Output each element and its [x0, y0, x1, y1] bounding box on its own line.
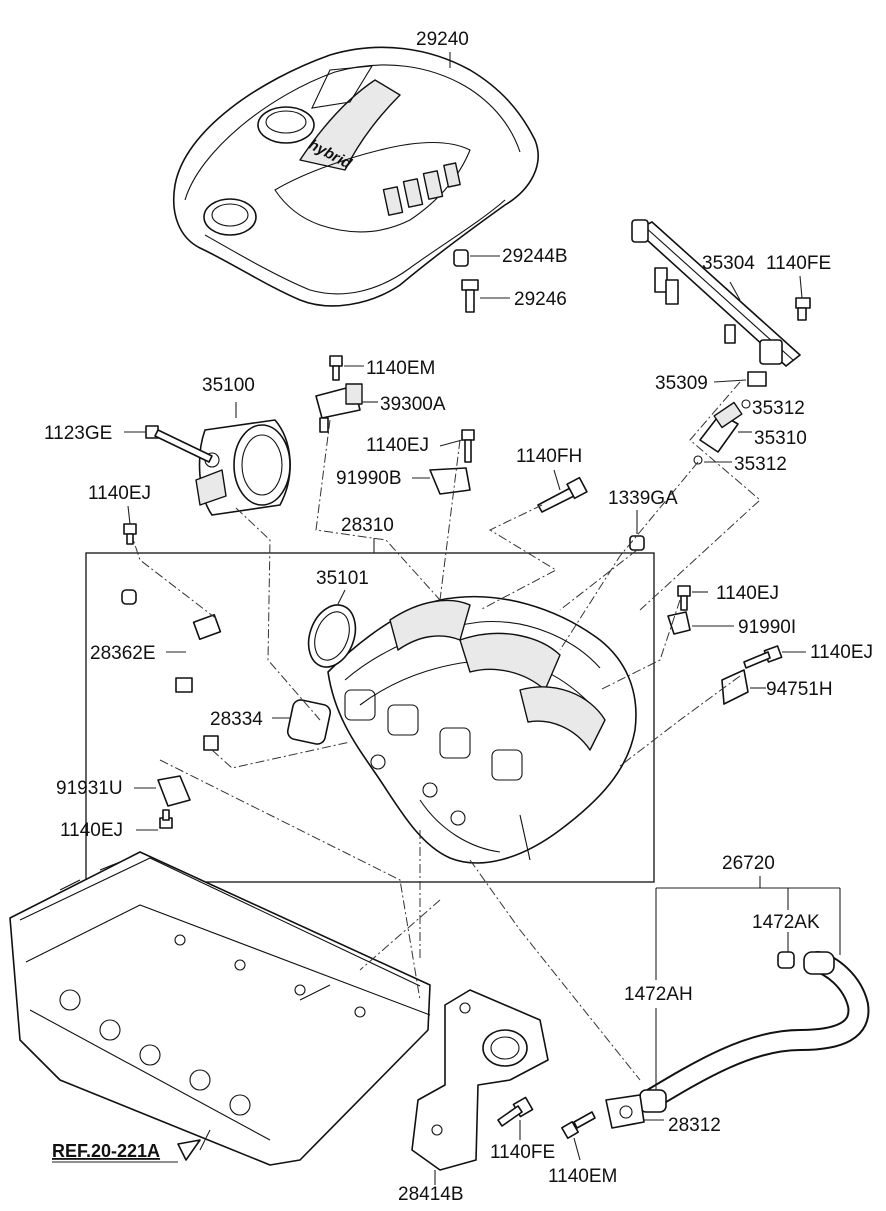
injector [693, 399, 752, 465]
reference-callout[interactable]: REF.20-221A [52, 1139, 201, 1163]
label-1140ej-r2: 1140EJ [810, 642, 873, 663]
bolt-1140ej-left [123, 523, 137, 545]
label-35304: 35304 [702, 253, 755, 274]
cover-bolt [461, 279, 510, 313]
bracket-91931u [134, 775, 191, 807]
bracket-91990i [667, 611, 734, 635]
label-91990b: 91990B [336, 468, 402, 489]
label-39300a: 39300A [380, 394, 446, 415]
label-1140ej-bottom: 1140EJ [60, 820, 123, 841]
label-35309: 35309 [655, 373, 708, 394]
cylinder-head [9, 851, 431, 1166]
label-94751h: 94751H [766, 679, 833, 700]
engine-cover: hybrid [173, 46, 539, 307]
label-26720: 26720 [722, 853, 775, 874]
label-91990i: 91990I [738, 617, 796, 638]
label-1472ah: 1472AH [624, 984, 693, 1005]
bracket-94751h [721, 669, 766, 705]
gasket-28334 [272, 699, 332, 745]
label-29244b: 29244B [502, 246, 568, 267]
map-sensor [315, 355, 378, 433]
label-1140em-bottom: 1140EM [548, 1166, 617, 1187]
label-29240: 29240 [416, 29, 469, 50]
fuel-rail [631, 219, 801, 387]
bolt-1140em-bottom [561, 1111, 596, 1161]
label-29246: 29246 [514, 289, 567, 310]
label-91931u: 91931U [56, 778, 123, 799]
label-1123ge: 1123GE [44, 423, 112, 444]
bolt-1140fe-bottom [497, 1096, 534, 1140]
label-28414b: 28414B [398, 1184, 464, 1205]
pcv-hose-assembly [605, 876, 870, 1129]
intake-manifold-group-box [85, 552, 655, 883]
reference-label[interactable]: REF.20-221A [52, 1141, 160, 1161]
bolt-right-2 [743, 645, 806, 669]
cover-grommet [453, 249, 500, 267]
bolt-right-1 [677, 585, 708, 611]
bracket-91990b [412, 429, 475, 495]
label-28334: 28334 [210, 709, 263, 730]
vacuum-pipe-28362e [121, 589, 222, 751]
gasket-35101 [307, 589, 357, 668]
label-1140ej-left: 1140EJ [88, 483, 151, 504]
label-35312-b: 35312 [734, 454, 787, 475]
label-35100: 35100 [202, 375, 255, 396]
label-1339ga: 1339GA [608, 488, 678, 509]
label-35101: 35101 [316, 568, 369, 589]
fuel-rail-bolt [795, 297, 811, 321]
label-1140fh: 1140FH [516, 446, 582, 467]
throttle-body [195, 402, 291, 516]
label-28362e: 28362E [90, 643, 156, 664]
label-1140ej-mid: 1140EJ [366, 435, 429, 456]
part-labels: 29240 29244B 29246 35304 1140FE 35309 35… [44, 29, 873, 1205]
bolt-left-bottom [136, 809, 173, 831]
label-28310: 28310 [341, 515, 394, 536]
assembly-lines [129, 381, 761, 1081]
label-28312: 28312 [668, 1115, 721, 1136]
bolt-1140fh [537, 476, 588, 513]
label-35312-a: 35312 [752, 398, 805, 419]
label-1140em-top: 1140EM [366, 358, 435, 379]
label-1140fe-top: 1140FE [766, 253, 831, 274]
label-1140ej-r1: 1140EJ [716, 583, 779, 604]
bracket-28414b [411, 989, 549, 1185]
label-35310: 35310 [754, 428, 807, 449]
intake-manifold [327, 595, 637, 864]
label-1472ak: 1472AK [752, 912, 820, 933]
label-1140fe-bottom: 1140FE [490, 1142, 555, 1163]
